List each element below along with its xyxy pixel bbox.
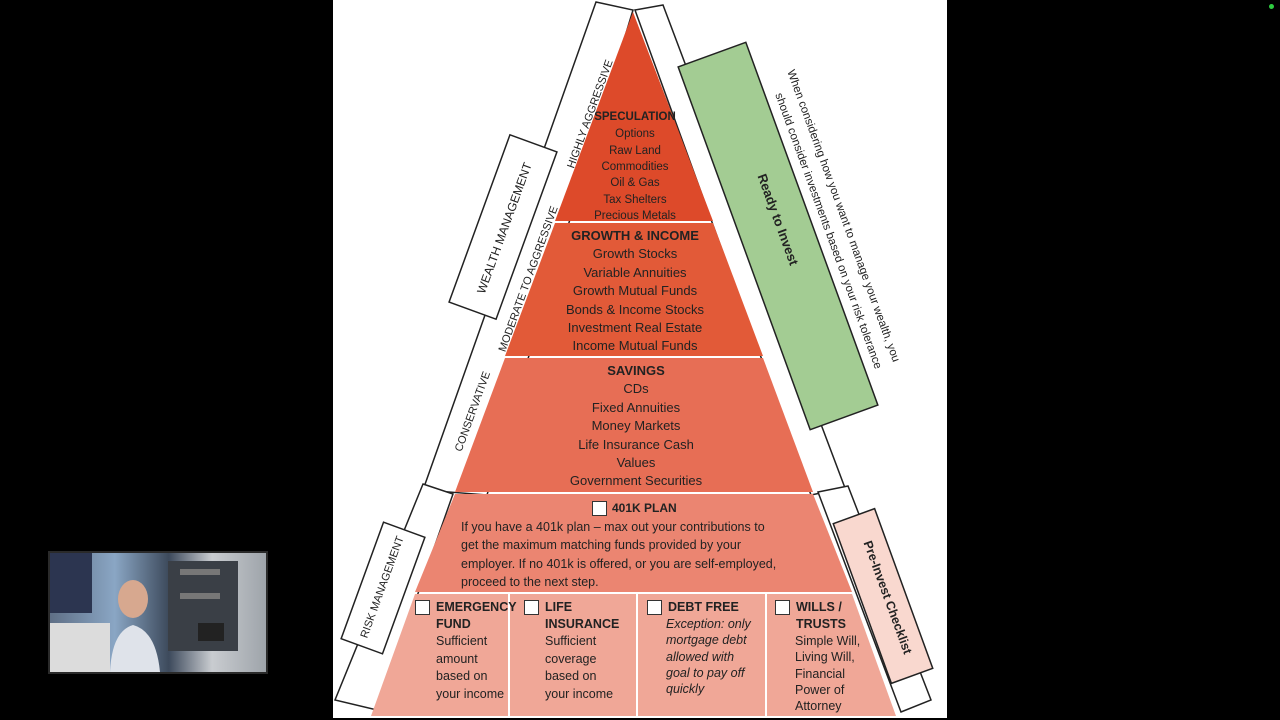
ready-to-invest-box: [677, 41, 879, 431]
box-line: mortgage debt: [666, 633, 747, 648]
box-line: based on: [545, 669, 597, 683]
tier-savings: [455, 358, 813, 492]
pyramid-graphic: [333, 1, 934, 716]
savings-section: SAVINGS CDs Fixed Annuities Money Market…: [526, 362, 746, 491]
box-title: INSURANCE: [545, 617, 620, 631]
plan401k-line: proceed to the next step.: [461, 575, 599, 590]
box-title: FUND: [436, 617, 471, 631]
savings-item: Values: [616, 455, 656, 471]
box-line: goal to pay off: [666, 665, 745, 680]
box-line: allowed with: [666, 649, 735, 664]
box-line: Exception: only: [666, 617, 751, 631]
plan401k-text: If you have a 401k plan – max out your c…: [461, 518, 831, 592]
wills-trusts-box: WILLS /TRUSTS Simple Will, Living Will, …: [775, 599, 867, 714]
box-line: amount: [436, 651, 478, 666]
box-title: LIFE: [545, 600, 573, 614]
speculation-item: Raw Land: [609, 144, 661, 157]
box-line: Sufficient: [545, 634, 597, 648]
speculation-item: Oil & Gas: [610, 177, 660, 190]
box-line: Simple Will,: [795, 634, 861, 648]
box-line: quickly: [666, 682, 705, 697]
wealth-management-box: [448, 133, 558, 321]
presenter-video-frame: [50, 553, 238, 672]
box-line: Living Will,: [795, 650, 855, 665]
pyramid-slide: HIGHLY AGGRESSIVE WEALTH MANAGEMENT MODE…: [333, 0, 947, 718]
risk-management-box: [340, 521, 426, 655]
emergency-fund-checkbox[interactable]: [415, 600, 430, 615]
pre-invest-box: [832, 507, 934, 685]
growth-item: Variable Annuities: [583, 264, 687, 280]
savings-item: Life Insurance Cash: [578, 436, 694, 452]
growth-item: Growth Mutual Funds: [572, 283, 698, 299]
box-title: DEBT FREE: [668, 600, 739, 614]
growth-item: Investment Real Estate: [567, 320, 703, 336]
speculation-section: SPECULATION Options Raw Land Commodities…: [565, 108, 705, 224]
box-title: TRUSTS: [796, 617, 846, 631]
emergency-fund-box: EMERGENCY FUND Sufficient amount based on…: [415, 599, 517, 703]
box-line: Financial: [795, 666, 846, 681]
plan401k-line: get the maximum matching funds provided …: [461, 538, 741, 553]
tier-growth-income: [505, 223, 763, 356]
debt-free-box: DEBT FREE Exception: only mortgage debt …: [647, 599, 765, 697]
plan401k-checkbox[interactable]: [592, 501, 607, 516]
tier-speculation: [555, 12, 713, 221]
savings-item: CDs: [623, 381, 649, 397]
growth-item: Bonds & Income Stocks: [565, 301, 704, 317]
speculation-item: Tax Shelters: [603, 193, 667, 206]
plan401k-title: 401K PLAN: [612, 501, 677, 515]
box-line: Attorney: [795, 699, 842, 714]
savings-title: SAVINGS: [607, 363, 665, 378]
life-insurance-box: LIFE INSURANCE Sufficient coverage based …: [524, 599, 634, 703]
box-title: WILLS /: [796, 600, 842, 614]
plan401k-line: If you have a 401k plan – max out your c…: [461, 520, 765, 534]
speculation-item: Commodities: [601, 161, 669, 173]
box-line: your income: [545, 686, 614, 701]
wills-trusts-checkbox[interactable]: [775, 600, 790, 615]
savings-item: Money Markets: [591, 418, 681, 434]
savings-item: Fixed Annuities: [591, 399, 681, 415]
box-line: Power of: [795, 682, 845, 697]
presenter-video-thumbnail[interactable]: [48, 551, 268, 674]
debt-free-checkbox[interactable]: [647, 600, 662, 615]
box-line: coverage: [545, 651, 597, 666]
life-insurance-checkbox[interactable]: [524, 600, 539, 615]
box-title: EMERGENCY: [436, 600, 517, 614]
plan401k-line: employer. If no 401k is offered, or you …: [461, 556, 777, 571]
growth-income-title: GROWTH & INCOME: [571, 228, 699, 243]
speculation-title: SPECULATION: [594, 111, 676, 123]
growth-item: Growth Stocks: [592, 246, 678, 262]
plan401k-header: 401K PLAN: [592, 500, 677, 516]
savings-item: Government Securities: [569, 473, 703, 489]
status-indicator-icon: [1269, 4, 1274, 9]
box-line: Sufficient: [436, 634, 488, 648]
box-line: your income: [436, 686, 505, 701]
tier-401k: [415, 494, 852, 592]
tier-base: [371, 594, 896, 716]
growth-income-section: GROWTH & INCOME Growth Stocks Variable A…: [535, 227, 735, 356]
growth-item: Income Mutual Funds: [572, 338, 698, 354]
speculation-item: Precious Metals: [594, 209, 676, 222]
speculation-item: Options: [615, 128, 655, 141]
box-line: based on: [436, 669, 488, 683]
